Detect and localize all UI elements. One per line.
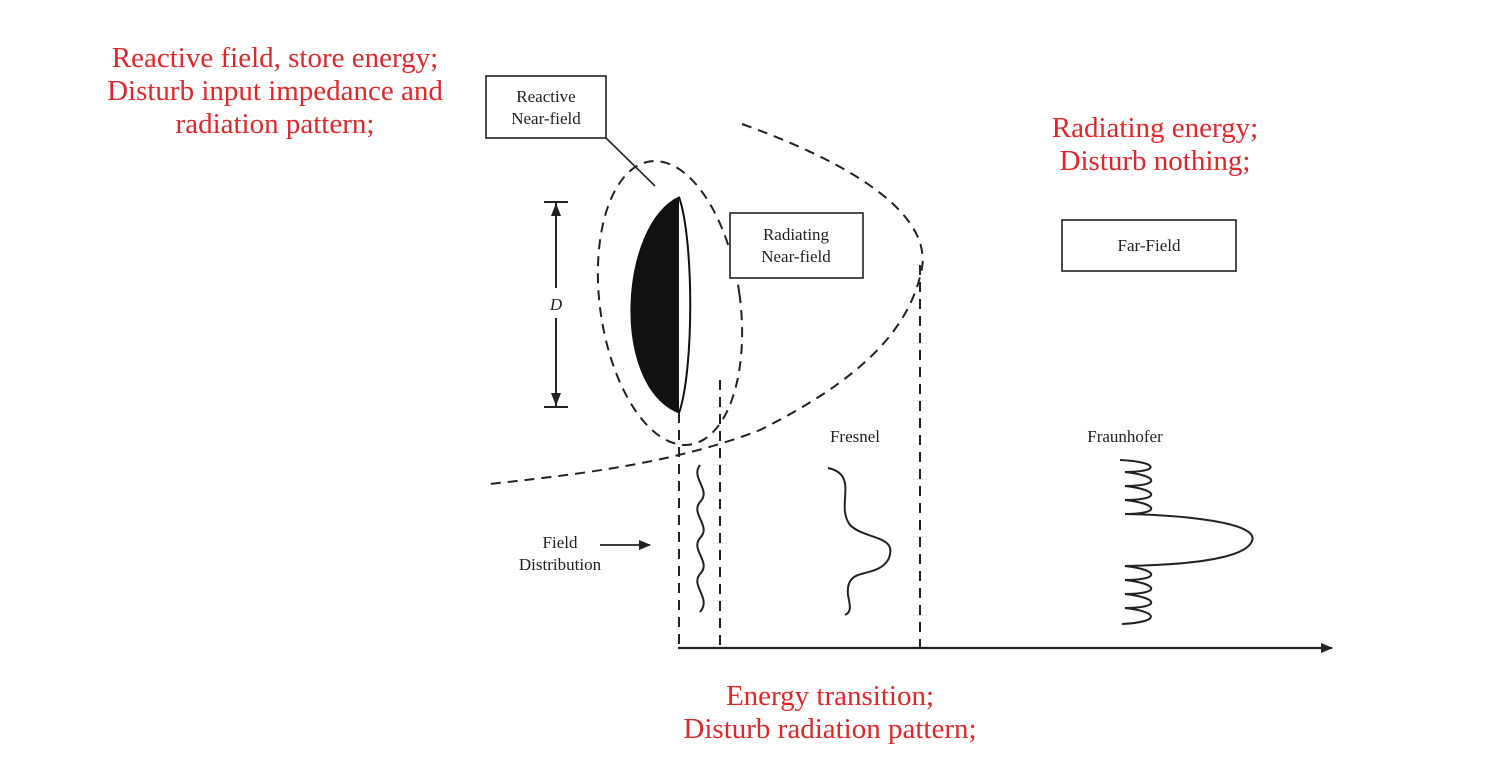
- radiating-annotation-line-2: Disturb nothing;: [1059, 145, 1251, 177]
- far-field-box-label: Far-Field: [1118, 236, 1181, 255]
- dimension-label: D: [549, 295, 563, 314]
- antenna-aperture: [678, 196, 692, 414]
- reactive-box-leader: [605, 137, 656, 187]
- transition-annotation-line-1: Energy transition;: [725, 680, 935, 712]
- fresnel-field-distribution: [827, 467, 892, 616]
- radiating-near-field-boundary: [489, 123, 924, 485]
- reactive-annotation-line-3: radiation pattern;: [175, 108, 375, 140]
- fraunhofer-label: Fraunhofer: [1087, 427, 1163, 446]
- radiating-box-line-1: Radiating: [763, 225, 830, 244]
- reactive-annotation-line-1: Reactive field, store energy;: [111, 42, 439, 74]
- reactive-annotation-line-2: Disturb input impedance and: [107, 75, 443, 107]
- field-distribution-label-line-1: Field: [543, 533, 578, 552]
- radiating-annotation-line-1: Radiating energy;: [1051, 112, 1259, 144]
- transition-annotation: Energy transition; Disturb radiation pat…: [620, 680, 1040, 746]
- dimension-arrow-bottom: [551, 393, 561, 406]
- reactive-box-line-2: Near-field: [511, 109, 581, 128]
- fraunhofer-field-distribution: [1119, 459, 1254, 625]
- reactive-near-field-boundary: [596, 160, 744, 446]
- radiating-annotation: Radiating energy; Disturb nothing;: [990, 112, 1320, 178]
- reactive-box-line-1: Reactive: [516, 87, 575, 106]
- reactive-annotation: Reactive field, store energy; Disturb in…: [40, 42, 510, 141]
- fresnel-label: Fresnel: [830, 427, 880, 446]
- reactive-near-field-box: [485, 75, 607, 139]
- radiating-near-field-box: [729, 212, 864, 279]
- transition-annotation-line-2: Disturb radiation pattern;: [683, 713, 977, 745]
- reactive-field-distribution: [696, 464, 705, 613]
- far-field-box: [1061, 219, 1237, 272]
- field-distribution-label-line-2: Distribution: [519, 555, 602, 574]
- dimension-label-gap: [546, 288, 566, 318]
- radiating-box-line-2: Near-field: [761, 247, 831, 266]
- dimension-arrow-top: [551, 203, 561, 216]
